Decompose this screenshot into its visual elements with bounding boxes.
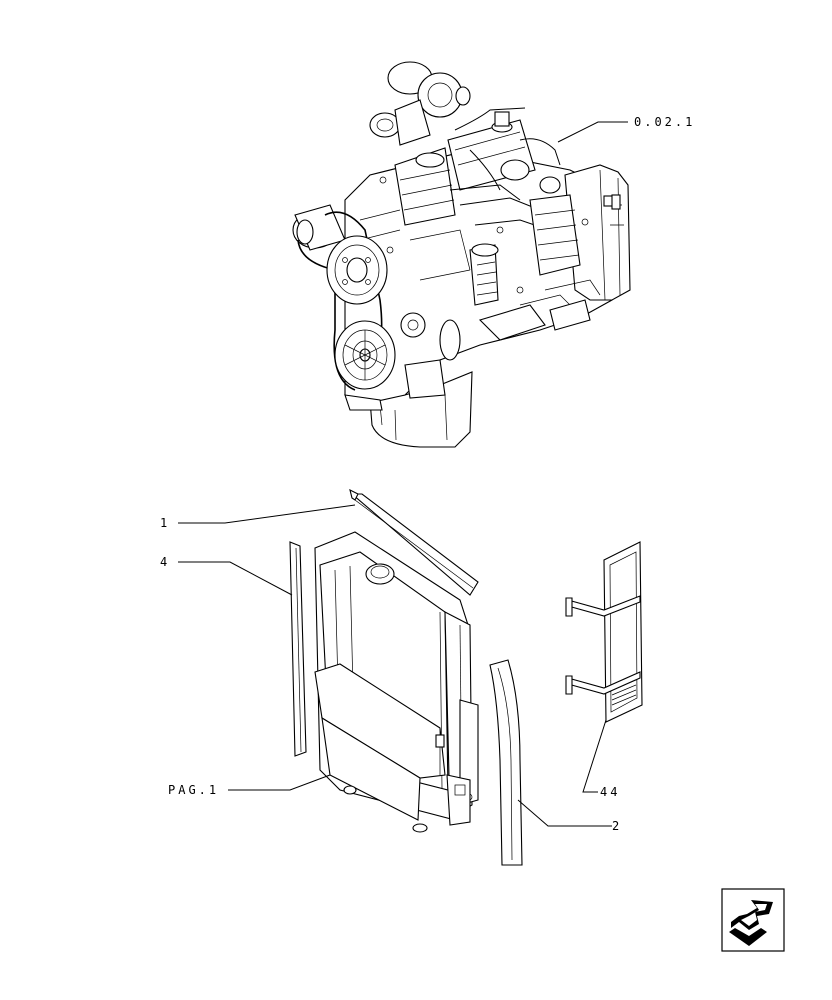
callout-item-4: 4 xyxy=(160,555,170,569)
callout-item-pag: PAG.1 xyxy=(168,783,219,797)
leader-item-44 xyxy=(582,719,607,793)
leader-item-2 xyxy=(517,799,612,827)
next-page-arrow-button[interactable] xyxy=(721,888,785,952)
leader-item-4 xyxy=(178,561,293,596)
leader-engine-ref xyxy=(557,121,628,143)
next-page-arrow-icon xyxy=(721,888,785,952)
radiator-assembly xyxy=(314,531,479,833)
callout-item-2: 2 xyxy=(612,819,622,833)
turbocharger xyxy=(369,61,471,146)
engine-assembly xyxy=(292,61,631,448)
top-seal-strip xyxy=(349,488,479,596)
callout-item-44: 44 xyxy=(600,785,620,799)
crank-pulley xyxy=(334,320,396,390)
mesh-screen-panel xyxy=(565,541,643,723)
right-seal-strip xyxy=(489,659,523,866)
fan-pulley xyxy=(326,235,388,305)
callout-item-1: 1 xyxy=(160,516,170,530)
left-seal-strip xyxy=(289,541,307,757)
leader-item-pag xyxy=(228,774,331,791)
leader-item-1 xyxy=(178,504,356,524)
callout-engine-ref: 0.02.1 xyxy=(634,115,695,129)
